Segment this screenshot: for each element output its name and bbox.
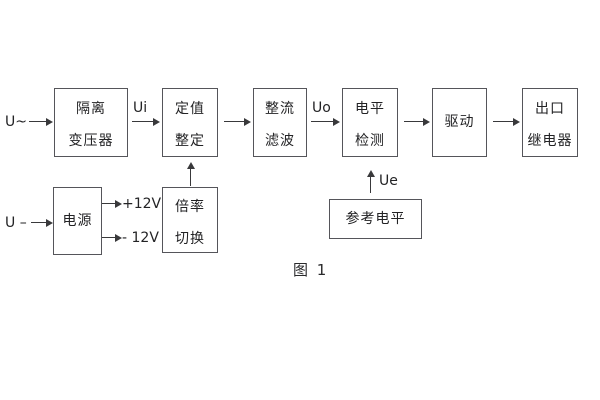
arrow-shaft (311, 120, 334, 123)
block-text-line: 电平 (355, 101, 385, 117)
block-text-line: 检测 (355, 133, 385, 149)
arrow-head-up-icon (366, 170, 375, 177)
arrow-head-right-icon (46, 218, 53, 227)
arrow-shaft (29, 120, 47, 123)
arrow-shaft (189, 168, 192, 186)
block-driver: 驱动 (432, 88, 487, 157)
arrow-shaft (369, 176, 372, 193)
block-text-line: 整定 (175, 133, 205, 149)
arrow-head-right-icon (244, 117, 251, 126)
arrow-shaft (493, 120, 514, 123)
arrow-setting-to-rectifier-icon (224, 117, 251, 126)
block-text-line: 继电器 (527, 133, 573, 149)
block-text-line: 电源 (62, 212, 93, 229)
uo-signal-label: Uo (312, 100, 331, 116)
ac-input-label: U~ (5, 114, 27, 130)
minus-12v-label: - 12V (122, 230, 159, 246)
arrow-head-right-icon (333, 117, 340, 126)
arrow-dc-input-icon (31, 218, 53, 227)
block-text-line: 出口 (535, 101, 565, 117)
plus-12v-label: +12V (122, 196, 162, 212)
arrow-head-right-icon (46, 117, 53, 126)
block-text-line: 隔离 (76, 101, 106, 117)
block-text-line: 定值 (175, 101, 205, 117)
block-setting-adjust: 定值 整定 (162, 88, 218, 157)
arrow-ac-input-icon (29, 117, 53, 126)
block-text-line: 变压器 (68, 133, 114, 149)
block-rectifier-filter: 整流 滤波 (253, 88, 307, 157)
figure-caption: 图 1 (293, 261, 329, 279)
arrow-ratio-to-setting-icon (186, 162, 195, 186)
arrow-transformer-to-setting-icon (132, 117, 160, 126)
block-text-line: 驱动 (444, 114, 475, 130)
arrow-head-right-icon (513, 117, 520, 126)
arrow-shaft (132, 120, 154, 123)
arrow-head-up-icon (186, 162, 195, 169)
block-power-supply: 电源 (53, 187, 102, 255)
block-text-line: 倍率 (175, 198, 205, 215)
arrow-shaft (224, 120, 245, 123)
arrow-head-right-icon (115, 233, 122, 242)
arrow-shaft (102, 236, 116, 239)
dc-input-label: U – (5, 215, 27, 231)
block-reference-level: 参考电平 (329, 199, 422, 239)
arrow-driver-to-relay-icon (493, 117, 520, 126)
arrow-shaft (31, 221, 47, 224)
block-text-line: 整流 (265, 101, 295, 117)
arrow-minus12v-output-icon (102, 233, 122, 242)
ui-signal-label: Ui (133, 100, 148, 116)
block-text-line: 参考电平 (345, 210, 406, 227)
arrow-head-right-icon (153, 117, 160, 126)
arrow-rectifier-to-level-icon (311, 117, 340, 126)
block-level-detect: 电平 检测 (342, 88, 398, 157)
arrow-head-right-icon (423, 117, 430, 126)
arrow-plus12v-output-icon (102, 199, 122, 208)
block-isolation-transformer: 隔离 变压器 (54, 88, 128, 157)
arrow-level-to-driver-icon (404, 117, 430, 126)
arrow-shaft (102, 202, 116, 205)
block-text-line: 滤波 (265, 133, 295, 149)
block-output-relay: 出口 继电器 (522, 88, 578, 157)
block-ratio-switch: 倍率 切换 (162, 187, 218, 253)
arrow-shaft (404, 120, 424, 123)
ue-signal-label: Ue (379, 173, 398, 189)
arrow-reference-to-level-icon (366, 170, 375, 193)
block-text-line: 切换 (175, 230, 205, 247)
arrow-head-right-icon (115, 199, 122, 208)
